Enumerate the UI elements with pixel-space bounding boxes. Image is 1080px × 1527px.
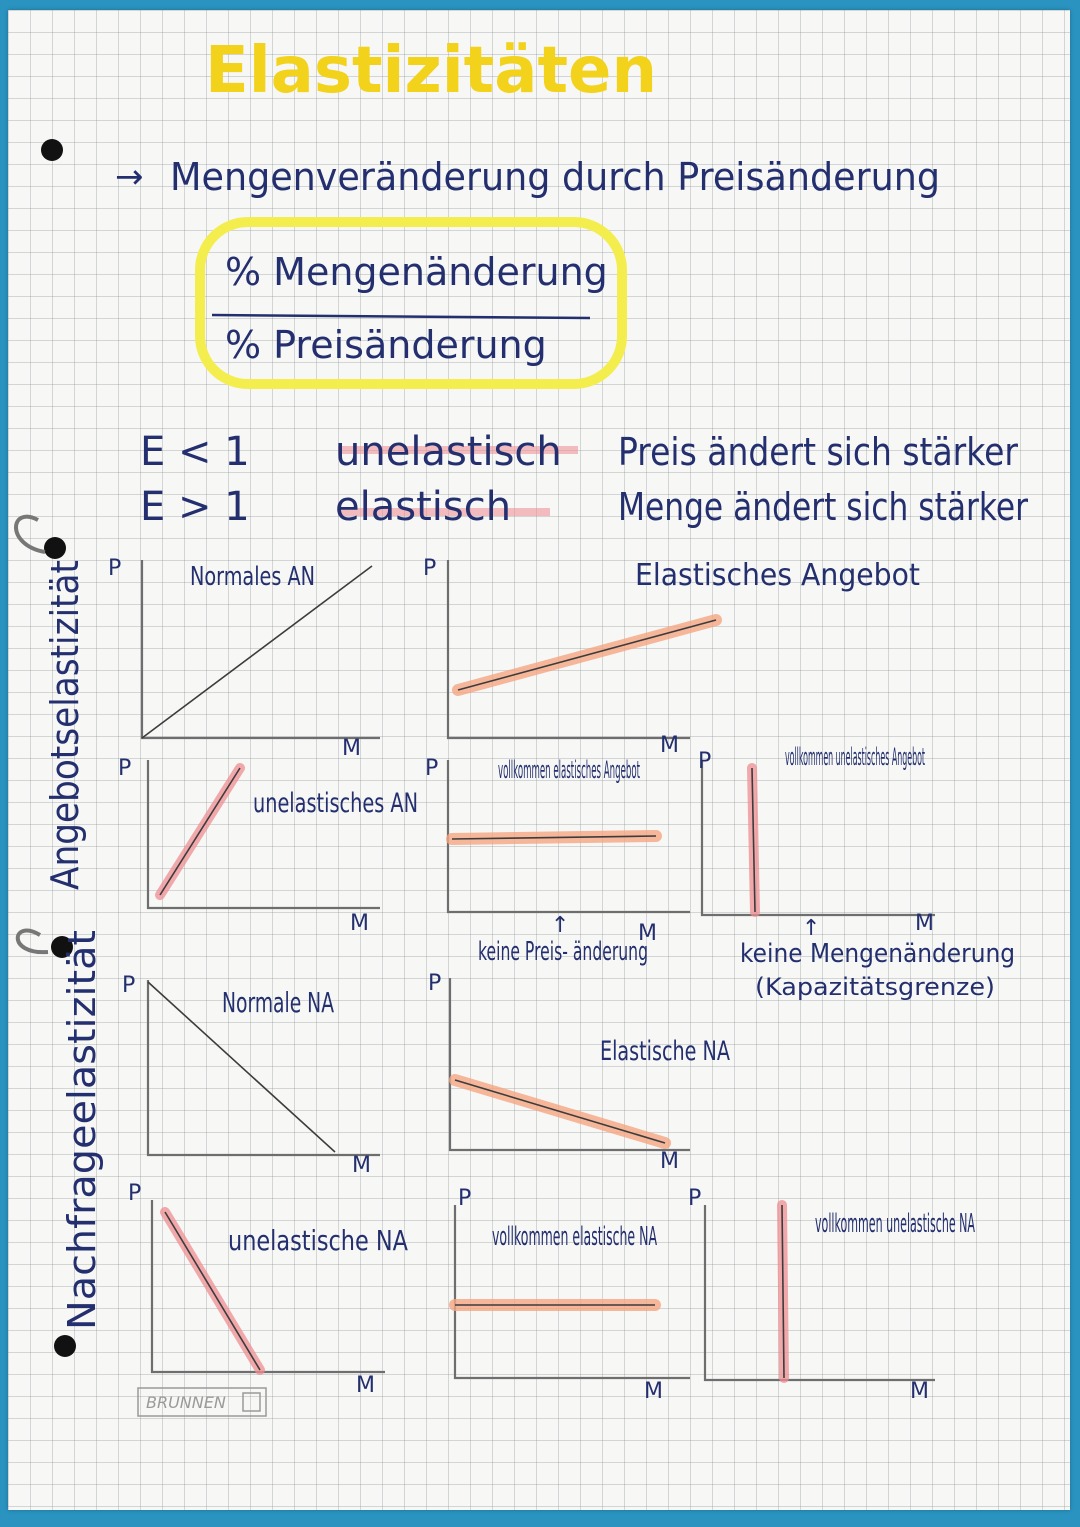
axis-m-label: M (910, 1379, 929, 1404)
formula-numerator: % Mengenänderung (225, 250, 608, 294)
graph-label-unelastische-na: unelastische NA (228, 1224, 408, 1257)
punch-hole-3 (51, 936, 73, 958)
axis-m-label: M (356, 1373, 375, 1398)
graph-vollkommen-unelastische-na: P M vollkommen unelastische NA (688, 1186, 975, 1404)
page-title: Elastizitäten (205, 34, 657, 108)
binder-ring-1 (14, 514, 46, 554)
axis-m-label: M (350, 911, 369, 936)
axis-p-label: P (423, 556, 436, 581)
axis-m-label: M (644, 1379, 663, 1404)
axis-p-label: P (108, 556, 121, 581)
axis-p-label: P (458, 1186, 471, 1211)
axis-p-label: P (128, 1181, 141, 1206)
rule-2-meaning: Menge ändert sich stärker (618, 485, 1028, 529)
axis-p-label: P (428, 971, 441, 996)
axis-p-label: P (118, 756, 131, 781)
graph-vollkommen-elastische-na: P M vollkommen elastische NA (449, 1186, 690, 1404)
graph-unelastisches-an: P M unelastisches AN (118, 756, 418, 936)
graph-label-unelastisches-an: unelastisches AN (253, 788, 418, 819)
binder-ring-2 (15, 928, 49, 955)
axis-m-label: M (660, 1149, 679, 1174)
note-kapazitaetsgrenze: (Kapazitätsgrenze) (755, 973, 995, 1001)
rule-1-meaning: Preis ändert sich stärker (618, 430, 1018, 474)
axis-p-label: P (122, 973, 135, 998)
up-arrow-icon: ↑ (551, 913, 569, 938)
graph-elastisches-angebot: P M Elastisches Angebot (423, 556, 920, 758)
graph-label-vollkommen-elastisches-angebot: vollkommen elastisches Angebot (498, 756, 640, 784)
graph-label-vollkommen-elastische-na: vollkommen elastische NA (492, 1222, 657, 1252)
graph-label-vollkommen-unelastische-na: vollkommen unelastische NA (815, 1209, 975, 1239)
graph-normales-an: P M Normales AN (108, 556, 380, 761)
graph-label-elastisches-angebot: Elastisches Angebot (635, 558, 920, 593)
axis-m-label: M (342, 736, 361, 761)
note-keine-preisaenderung: keine Preis- änderung (478, 937, 648, 967)
graph-vollkommen-unelastisches-angebot: P M vollkommen unelastisches Angebot ↑ k… (698, 743, 1015, 1001)
axis-m-label: M (915, 911, 934, 936)
punch-hole-4 (54, 1335, 76, 1357)
axis-m-label: M (660, 733, 679, 758)
formula-denominator: % Preisänderung (225, 323, 547, 367)
up-arrow-icon: ↑ (802, 916, 820, 941)
handwritten-notes: Elastizitäten → Mengenveränderung durch … (14, 34, 1028, 1417)
rule-1-condition: E < 1 (140, 429, 250, 475)
brand-text: BRUNNEN (146, 1393, 226, 1412)
graph-unelastische-na: P M unelastische NA (128, 1181, 408, 1398)
graph-label-vollkommen-unelastisches-angebot: vollkommen unelastisches Angebot (785, 743, 925, 771)
graph-label-elastische-na: Elastische NA (600, 1036, 730, 1067)
punch-hole-2 (44, 537, 66, 559)
axis-p-label: P (688, 1186, 701, 1211)
formula-highlight (195, 217, 627, 389)
graph-normale-na: P M Normale NA (122, 973, 380, 1178)
axis-p-label: P (425, 756, 438, 781)
rule-1-term: unelastisch (335, 429, 562, 475)
fraction-bar (211, 313, 591, 320)
axis-p-label: P (698, 749, 711, 774)
graph-vollkommen-elastisches-angebot: P M vollkommen elastisches Angebot ↑ kei… (425, 756, 690, 967)
graph-label-normale-na: Normale NA (222, 986, 334, 1019)
side-label-demand: Nachfrageelastizität (60, 930, 104, 1330)
graph-elastische-na: P M Elastische NA (428, 971, 730, 1174)
note-keine-mengenaenderung: keine Mengenänderung (740, 939, 1015, 969)
axis-m-label: M (352, 1153, 371, 1178)
arrow-icon: → (115, 157, 144, 197)
notebook-sheet: Elastizitäten → Mengenveränderung durch … (8, 10, 1070, 1510)
graph-label-normales-an: Normales AN (190, 562, 315, 592)
punch-holes (14, 139, 76, 1357)
intro-text: Mengenveränderung durch Preisänderung (170, 155, 940, 199)
side-label-supply: Angebotselastizität (43, 560, 87, 890)
rule-2-term: elastisch (335, 484, 511, 530)
punch-hole-1 (41, 139, 63, 161)
axis-m-label: M (638, 921, 657, 946)
rule-2-condition: E > 1 (140, 484, 250, 530)
brunnen-logo: BRUNNEN (137, 1387, 267, 1417)
